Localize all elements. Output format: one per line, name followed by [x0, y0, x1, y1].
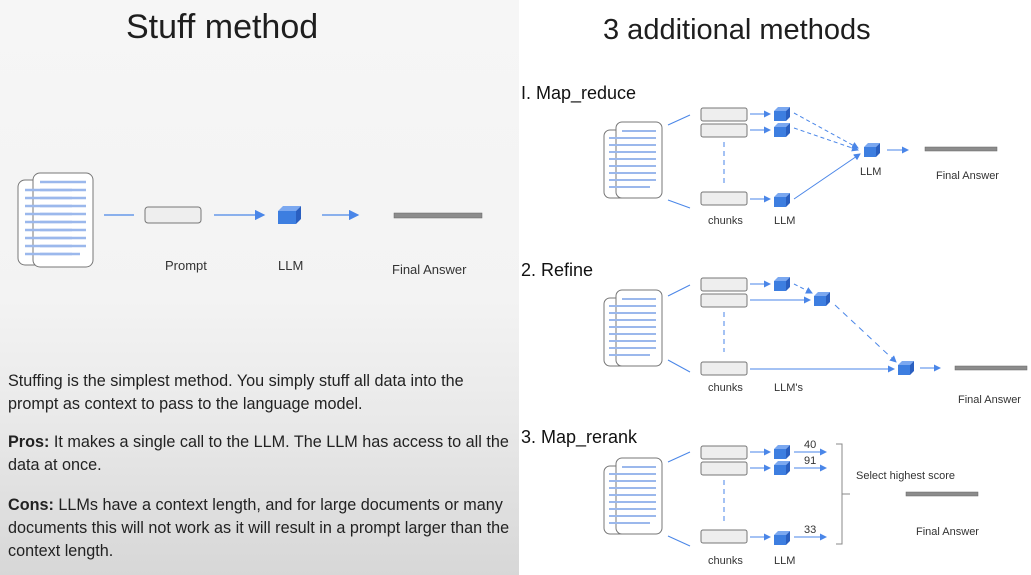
refine-diagram: [603, 277, 1028, 376]
map-reduce-llm-label: LLM: [774, 215, 796, 227]
cons-paragraph: Cons: LLMs have a context length, and fo…: [8, 494, 518, 563]
final-answer-bar: [924, 146, 998, 152]
map-rerank-docs-icon: [603, 457, 663, 535]
chunk-box: [700, 529, 748, 544]
llm-cube-icon: [774, 123, 790, 137]
llm-cube-icon: [864, 143, 880, 157]
select-highest-score-label: Select highest score: [856, 470, 956, 482]
map-reduce-final-answer-label: Final Answer: [936, 170, 999, 182]
llm-cube-icon: [774, 277, 790, 291]
pros-paragraph: Pros: It makes a single call to the LLM.…: [8, 431, 518, 477]
additional-methods-title: 3 additional methods: [603, 14, 871, 46]
map-reduce-diagram: [603, 107, 998, 209]
score-label: 33: [804, 524, 817, 536]
chunk-box: [700, 461, 748, 476]
map-reduce-llm-final-label: LLM: [860, 166, 882, 178]
stuff-method-title: Stuff method: [126, 8, 319, 46]
llm-cube-icon: [774, 461, 790, 475]
map-reduce-heading: I. Map_reduce: [521, 83, 637, 103]
stuff-method-panel: Stuff method: [0, 0, 519, 575]
final-answer-bar: [954, 365, 1028, 371]
pros-text: It makes a single call to the LLM. The L…: [8, 433, 509, 474]
chunk-box: [700, 123, 748, 138]
refine-llms-label: LLM's: [774, 382, 803, 394]
stuff-description: Stuffing is the simplest method. You sim…: [8, 372, 464, 413]
doc-to-chunks-line-bottom: [667, 199, 691, 209]
pros-label: Pros:: [8, 433, 50, 451]
map-rerank-llm-label: LLM: [774, 555, 796, 567]
selection-bracket: [836, 443, 843, 545]
document-stack-icon: [17, 172, 94, 268]
refine-final-answer-label: Final Answer: [958, 394, 1021, 406]
chunk-box: [700, 445, 748, 460]
llm-cube-icon: [774, 193, 790, 207]
chunk-box: [700, 191, 748, 206]
llm-cube-icon: [774, 445, 790, 459]
stuff-diagram: [17, 172, 483, 268]
score-label: 91: [804, 455, 817, 467]
prompt-box: [144, 206, 202, 224]
cons-label: Cons:: [8, 496, 54, 514]
map-rerank-chunks-label: chunks: [708, 555, 743, 567]
score-label: 40: [804, 439, 817, 451]
refine-chunks-label: chunks: [708, 382, 743, 394]
doc-to-chunks-line-top: [667, 114, 691, 126]
refine-docs-icon: [603, 289, 663, 367]
map-reduce-docs-icon: [603, 121, 663, 199]
prompt-label: Prompt: [165, 258, 207, 273]
chunk-box: [700, 293, 748, 308]
llm-cube-icon: [814, 292, 830, 306]
map-rerank-heading: 3. Map_rerank: [521, 427, 638, 447]
chunk-box: [700, 277, 748, 292]
map-rerank-diagram: [603, 443, 979, 547]
chunk-box: [700, 361, 748, 376]
llm-cube-icon: [898, 361, 914, 375]
llm-label: LLM: [278, 258, 304, 273]
final-answer-bar: [905, 491, 979, 497]
chunk-box: [700, 107, 748, 122]
cons-text: LLMs have a context length, and for larg…: [8, 496, 510, 560]
map-rerank-final-answer-label: Final Answer: [916, 526, 979, 538]
map-reduce-chunks-label: chunks: [708, 215, 743, 227]
llm-cube-icon: [774, 107, 790, 121]
final-answer-bar: [393, 212, 483, 219]
refine-heading: 2. Refine: [521, 260, 594, 280]
llm-cube-icon: [278, 206, 301, 224]
llm-cube-icon: [774, 531, 790, 545]
final-answer-label: Final Answer: [392, 262, 467, 277]
